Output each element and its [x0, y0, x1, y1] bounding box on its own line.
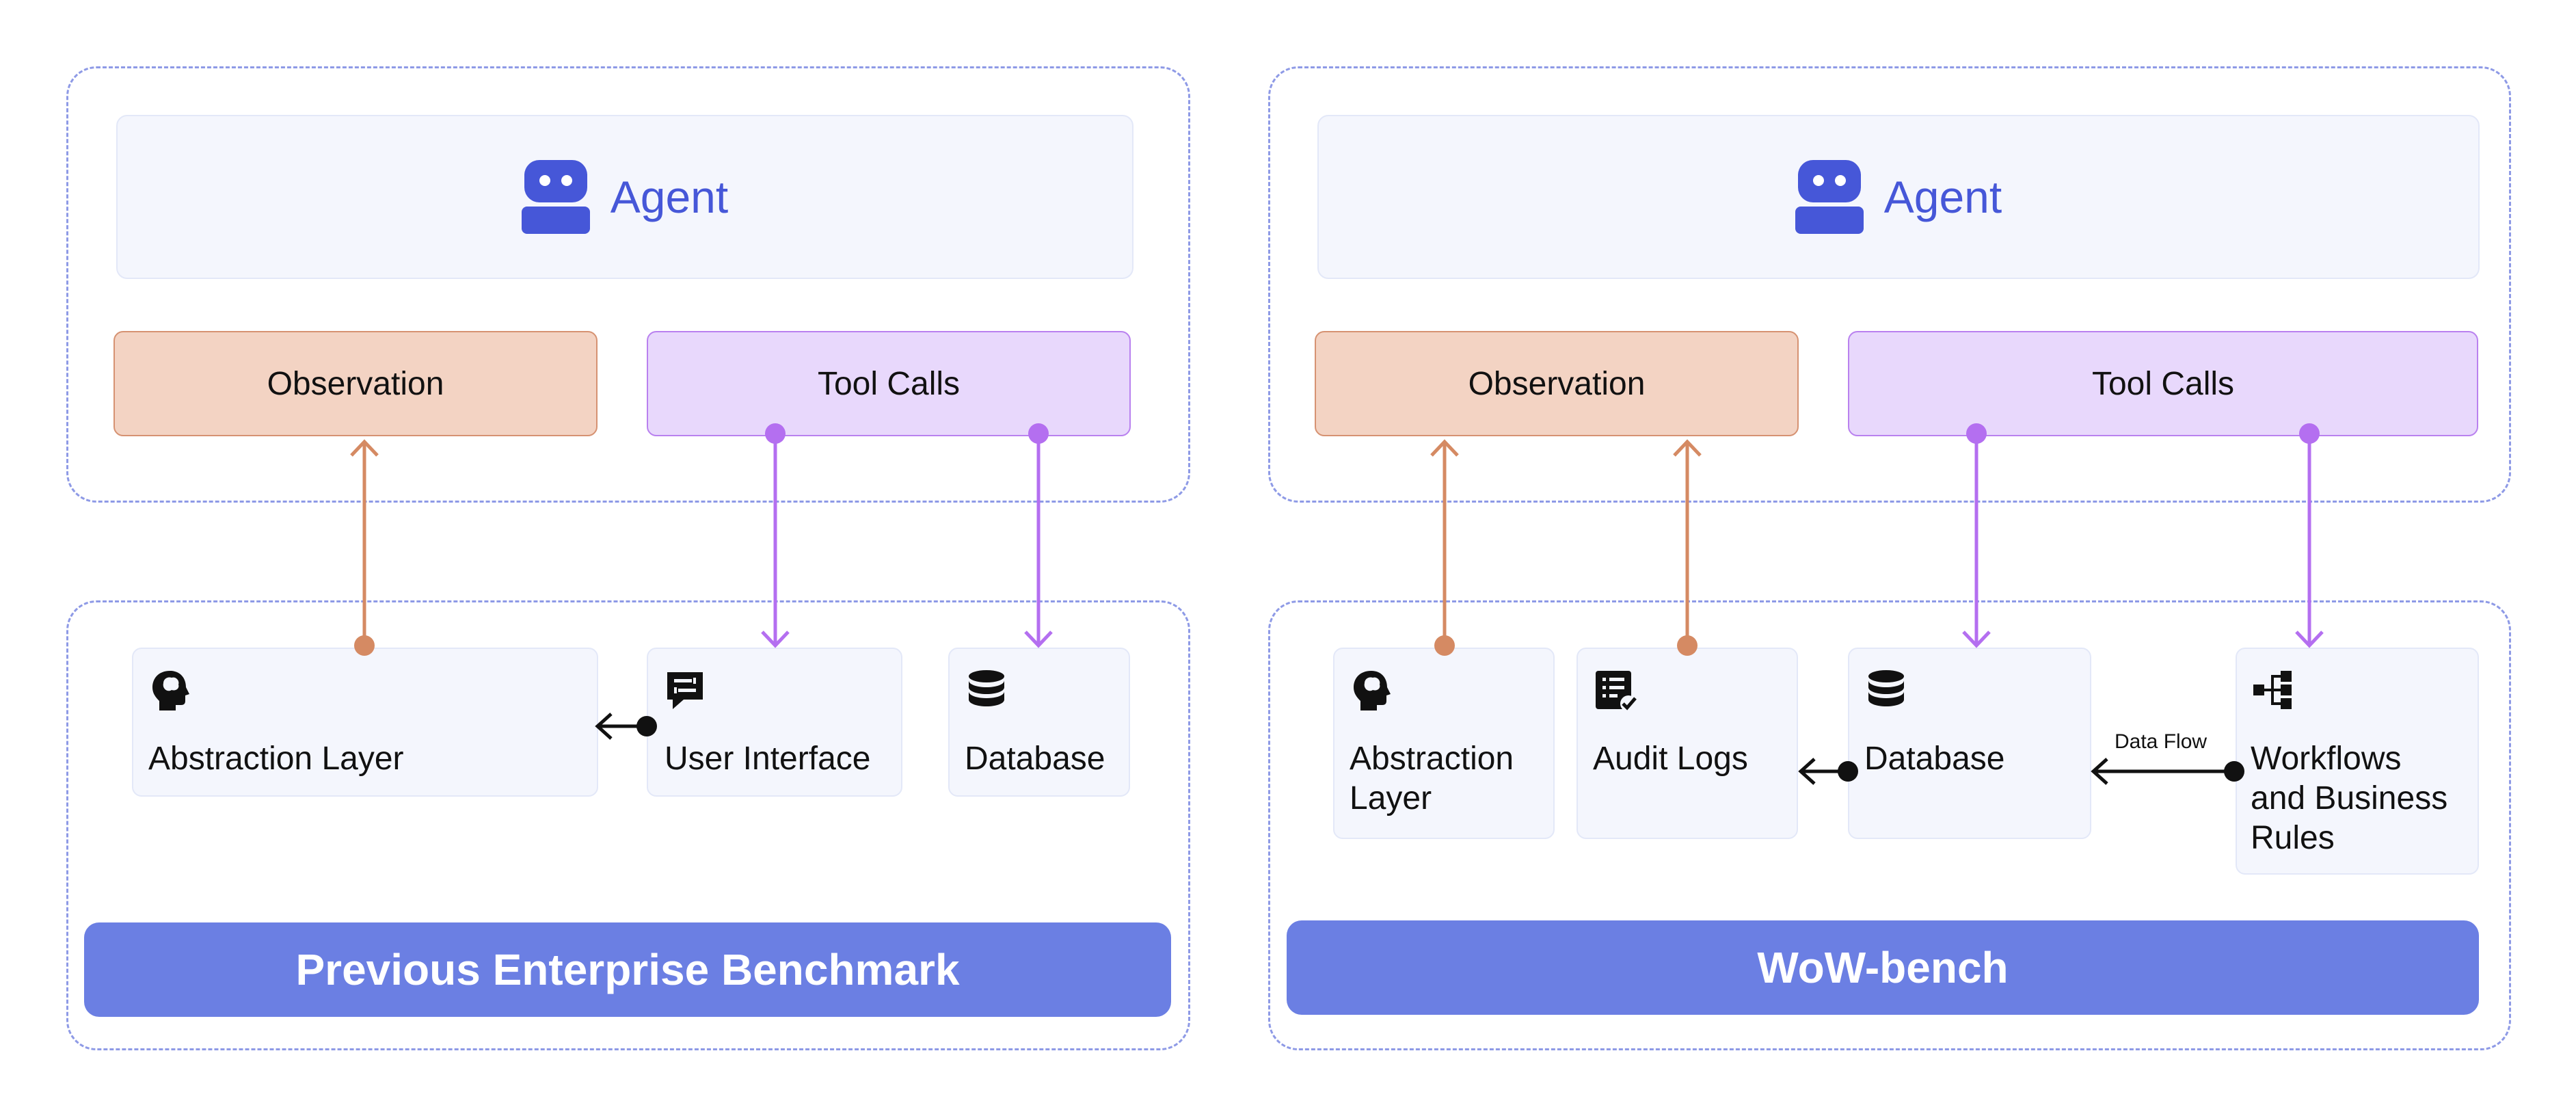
checklist-icon	[1596, 671, 1637, 712]
robot-icon	[1795, 160, 1864, 234]
left-banner: Previous Enterprise Benchmark	[84, 922, 1171, 1017]
abstraction-label-line1: Abstraction	[1350, 741, 1514, 777]
arrow-database-to-audit	[1798, 758, 1858, 785]
left-abstraction-layer: Abstraction Layer	[132, 648, 598, 797]
database-label: Database	[965, 741, 1105, 777]
data-flow-label: Data Flow	[2115, 730, 2208, 753]
right-database: Database	[1848, 648, 2091, 839]
arrow-workflows-to-database	[2091, 758, 2244, 785]
ui-icon	[667, 672, 703, 709]
left-agent-box: Agent	[116, 115, 1133, 279]
workflow-icon	[2253, 671, 2292, 709]
arrow-abstraction-to-observation-right	[1430, 439, 1459, 656]
right-bottom-panel	[1268, 600, 2511, 1050]
robot-icon	[521, 160, 590, 234]
arrow-ui-to-abstraction	[595, 713, 657, 740]
right-audit-logs: Audit Logs	[1577, 648, 1798, 839]
database-icon	[969, 670, 1004, 706]
left-user-interface: User Interface	[647, 648, 902, 797]
arrow-toolcalls-to-database-right	[1962, 423, 1991, 648]
right-top-panel	[1268, 66, 2511, 503]
agent-label: Agent	[1883, 172, 2002, 222]
head-icon	[1354, 671, 1391, 710]
abstraction-label-line2: Layer	[1350, 780, 1432, 816]
workflows-label-line3: Rules	[2251, 820, 2335, 856]
arrow-abstraction-to-observation	[350, 439, 379, 656]
right-tool-calls-box: Tool Calls	[1848, 331, 2478, 436]
right-agent-box: Agent	[1317, 115, 2480, 279]
database-icon	[1868, 670, 1904, 706]
left-top-panel	[66, 66, 1190, 503]
audit-logs-label: Audit Logs	[1593, 741, 1748, 777]
database-label: Database	[1864, 741, 2005, 777]
left-observation-box: Observation	[113, 331, 598, 436]
workflows-label-line1: Workflows	[2251, 741, 2402, 777]
arrow-toolcalls-to-workflows	[2295, 423, 2324, 648]
arrow-audit-to-observation	[1673, 439, 1702, 656]
workflows-label-line2: and Business	[2251, 780, 2448, 816]
left-database: Database	[948, 648, 1130, 797]
right-banner: WoW-bench	[1287, 920, 2479, 1015]
arrow-toolcalls-to-ui	[761, 423, 790, 648]
left-tool-calls-box: Tool Calls	[647, 331, 1131, 436]
user-interface-label: User Interface	[665, 741, 871, 777]
right-abstraction-layer: Abstraction Layer	[1333, 648, 1555, 839]
right-workflows: Workflows and Business Rules	[2236, 648, 2479, 875]
left-bottom-panel	[66, 600, 1190, 1050]
head-icon	[152, 671, 189, 710]
right-observation-box: Observation	[1315, 331, 1799, 436]
arrow-toolcalls-to-database	[1024, 423, 1053, 648]
agent-label: Agent	[610, 172, 729, 222]
abstraction-layer-label: Abstraction Layer	[148, 741, 404, 777]
